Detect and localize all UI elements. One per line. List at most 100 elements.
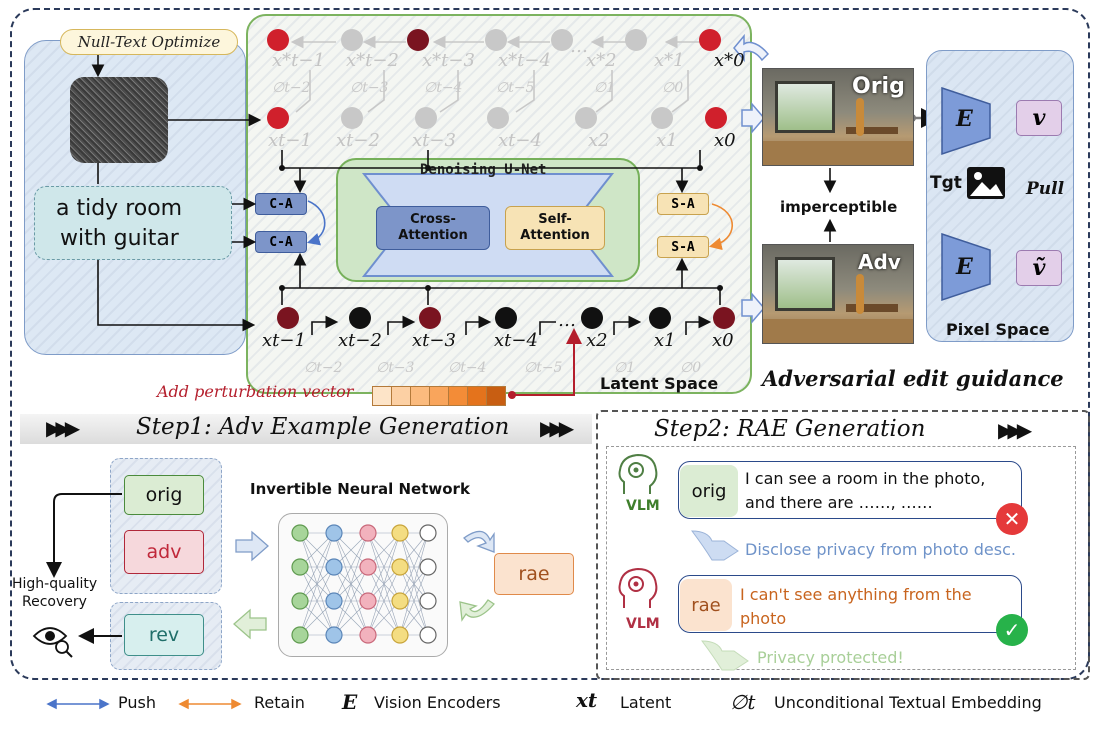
step2-inner-frame xyxy=(606,446,1076,670)
row1-label: x*t−3 xyxy=(422,50,475,71)
row1-ellipsis: … xyxy=(570,36,588,57)
hq-recovery-l1: High-quality xyxy=(12,576,98,592)
legend-retain: Retain xyxy=(254,693,305,712)
row1-label: x*1 xyxy=(654,50,685,71)
reject-icon: ✕ xyxy=(996,503,1028,535)
row3-label: xt−4 xyxy=(494,330,538,351)
adv-photo-label: Adv xyxy=(858,250,901,274)
row2-label: x0 xyxy=(714,130,736,151)
vlm-head-icon-1 xyxy=(618,453,658,494)
pixel-space-label: Pixel Space xyxy=(946,320,1050,339)
row1-phi-label: ∅t−5 xyxy=(496,80,535,96)
row3-ellipsis: … xyxy=(558,310,576,331)
row3-label: x2 xyxy=(586,330,608,351)
row1-label: x*2 xyxy=(586,50,617,71)
inn-neuron xyxy=(419,524,437,542)
row2-node xyxy=(415,107,437,129)
row1-phi-label: ∅t−4 xyxy=(424,80,462,96)
vlm-label-2: VLM xyxy=(626,616,660,632)
sa-chip-1: S-A xyxy=(657,193,709,215)
eye-icon xyxy=(32,627,73,658)
inn-neuron xyxy=(325,626,343,644)
inn-neuron xyxy=(325,558,343,576)
row3-label: x1 xyxy=(654,330,676,351)
encoder-label-1: E xyxy=(956,106,973,132)
rae-response-bubble xyxy=(678,575,1022,633)
unet-title: Denoising U-Net xyxy=(420,162,547,178)
protected-arrow xyxy=(700,640,749,671)
perturbation-vector xyxy=(372,386,506,406)
row1-phi-label: ∅t−2 xyxy=(272,80,311,96)
row1-label: x*0 xyxy=(714,50,745,71)
step1-rev-box: rev xyxy=(124,614,204,656)
encoder-shape-1 xyxy=(941,86,991,156)
tgt-label: Tgt xyxy=(930,173,962,193)
row2-label: xt−4 xyxy=(498,130,542,151)
v-tilde-box: ṽ xyxy=(1016,250,1062,286)
legend-push: Push xyxy=(118,693,156,712)
step2-frame xyxy=(596,410,1090,680)
encoder-shape-2 xyxy=(941,232,991,302)
prompt-box xyxy=(34,186,232,260)
sa-chip-2: S-A xyxy=(657,236,709,258)
legend-arrows xyxy=(46,698,242,710)
row2-node xyxy=(341,107,363,129)
step1-title: Step1: Adv Example Generation xyxy=(136,414,510,440)
inn-neuron xyxy=(325,524,343,542)
orig-response-text: I can see a room in the photo, and there… xyxy=(745,469,986,512)
row3-phi-label: ∅t−3 xyxy=(376,360,415,376)
self-attention-box: Self- Attention xyxy=(505,206,605,250)
inn-neuron xyxy=(391,626,409,644)
row2-label: x2 xyxy=(588,130,610,151)
row3-phi-label: ∅0 xyxy=(680,360,701,376)
row2-label: x1 xyxy=(656,130,678,151)
step1-rae-box: rae xyxy=(494,553,574,595)
step1-adv-box: adv xyxy=(124,530,204,574)
image-icon xyxy=(967,167,1005,199)
row3-node xyxy=(713,307,735,329)
prompt-line-1: a tidy room xyxy=(56,196,183,221)
row1-node xyxy=(625,29,647,51)
adv-photo xyxy=(762,244,914,344)
step2-rae-chip: rae xyxy=(680,579,732,631)
prompt-line-2: with guitar xyxy=(60,226,179,251)
pull-label: Pull xyxy=(1026,179,1065,199)
inn-neuron xyxy=(359,626,377,644)
row2-label: xt−3 xyxy=(412,130,456,151)
row2-node xyxy=(267,107,289,129)
row3-phi-label: ∅1 xyxy=(614,360,635,376)
hq-recovery-l2: Recovery xyxy=(22,594,87,610)
inn-network xyxy=(291,524,437,644)
protected-label: Privacy protected! xyxy=(757,648,904,667)
row3-label: xt−1 xyxy=(262,330,306,351)
perturbation-label: Add perturbation vector xyxy=(157,382,354,401)
row1-node xyxy=(551,29,573,51)
legend-latent: Latent xyxy=(620,693,672,712)
step2-title: Step2: RAE Generation xyxy=(654,416,926,442)
inn-neuron xyxy=(291,558,309,576)
row1-node xyxy=(699,29,721,51)
cross-attention-l1: Cross- xyxy=(410,212,456,227)
row3-phi-label: ∅t−2 xyxy=(304,360,343,376)
null-text-optimize-label: Null-Text Optimize xyxy=(60,29,238,55)
inn-neuron xyxy=(359,524,377,542)
v-box: v xyxy=(1016,100,1062,136)
encoder-label-2: E xyxy=(956,254,973,280)
inn-title: Invertible Neural Network xyxy=(250,480,470,498)
inn-neuron xyxy=(391,524,409,542)
latent-space-label: Latent Space xyxy=(600,374,719,393)
inn-neuron xyxy=(291,524,309,542)
legend-x-symbol: xt xyxy=(576,688,598,712)
row1-node xyxy=(341,29,363,51)
row3-phi-label: ∅t−5 xyxy=(524,360,563,376)
cross-attention-box: Cross- Attention xyxy=(376,206,490,250)
noise-latent xyxy=(70,77,168,163)
row3-node xyxy=(495,307,517,329)
vlm-head-icon-2 xyxy=(618,567,658,608)
row3-node xyxy=(649,307,671,329)
inn-neuron xyxy=(325,592,343,610)
inn-neuron xyxy=(419,592,437,610)
imperceptible-label: imperceptible xyxy=(780,198,898,216)
disclose-label: Disclose privacy from photo desc. xyxy=(745,540,1016,559)
